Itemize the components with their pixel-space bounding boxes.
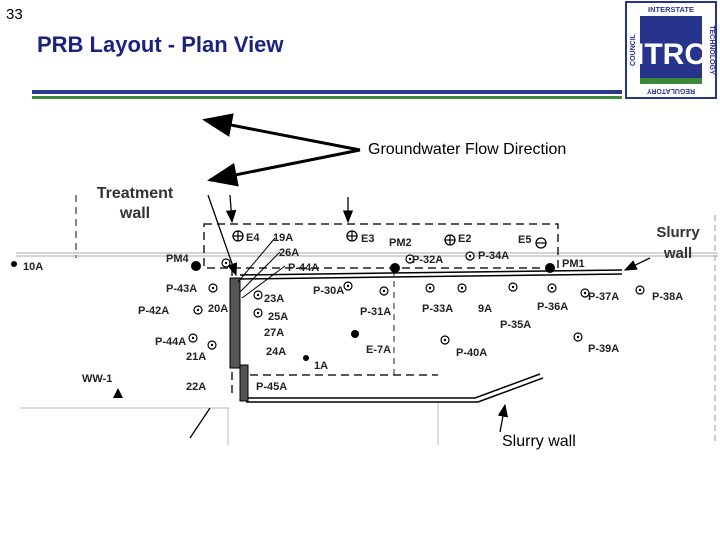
label-10a: 10A: [23, 261, 43, 273]
slurry-wall-right-label-2: wall: [663, 245, 692, 262]
flow-arrow-upper: [202, 113, 361, 152]
well-labels: 10A PM4 E4 19A 26A P-44A E3 PM2 E2 E5 P-…: [23, 232, 683, 393]
label-e5: E5: [518, 234, 531, 246]
label-p31a: P-31A: [360, 306, 391, 318]
slide-title: PRB Layout - Plan View: [37, 32, 284, 57]
marker-pointer-1: [225, 194, 237, 224]
slurry-wall-bottom-label: Slurry wall: [502, 433, 576, 450]
label-p44a: P-44A: [155, 336, 186, 348]
label-25a: 25A: [268, 311, 288, 323]
label-p36a: P-36A: [537, 301, 568, 313]
well-dots: [191, 254, 642, 347]
title-rule-blue: [32, 90, 622, 94]
label-26a: 26A: [279, 247, 299, 259]
label-p30a: P-30A: [313, 285, 344, 297]
slurry-wall-right-pointer: [623, 257, 651, 271]
slurry-wall-bottom-pointer: [497, 403, 508, 433]
well-1a-marker: [303, 355, 309, 361]
label-24a: 24A: [266, 346, 286, 358]
label-22a: 22A: [186, 381, 206, 393]
itrc-logo: ITRC INTERSTATE REGULATORY COUNCIL TECHN…: [625, 1, 717, 99]
logo-main-text: ITRC: [636, 38, 706, 71]
label-27a: 27A: [264, 327, 284, 339]
slurry-wall-bottom-inner: [246, 377, 544, 403]
excavation-outline: [203, 223, 559, 269]
slurry-wall-right-label-1: Slurry: [656, 224, 700, 241]
treatment-wall-pointer: [207, 194, 238, 277]
flow-direction-label: Groundwater Flow Direction: [368, 141, 566, 158]
pointer-26a: [239, 251, 281, 293]
label-p33a: P-33A: [422, 303, 453, 315]
pumping-well-pm1: [545, 263, 555, 273]
extraction-well-crosses: [233, 231, 546, 245]
label-20a: 20A: [208, 303, 228, 315]
well-ww1-triangle: [113, 388, 123, 398]
pointer-19a: [237, 237, 276, 283]
label-23a: 23A: [264, 293, 284, 305]
label-p42a: P-42A: [138, 305, 169, 317]
label-e4: E4: [246, 232, 260, 244]
label-9a: 9A: [478, 303, 492, 315]
logo-left-text: COUNCIL: [630, 33, 637, 66]
logo-right-text: TECHNOLOGY: [708, 25, 715, 75]
pumping-well-pm4: [191, 261, 201, 271]
label-p32a: P-32A: [412, 254, 443, 266]
label-pm2: PM2: [389, 237, 412, 249]
label-p34a: P-34A: [478, 250, 509, 262]
well-e7a-marker: [351, 330, 359, 338]
pumping-well-pm2: [390, 263, 400, 273]
label-1a: 1A: [314, 360, 328, 372]
label-e2: E2: [458, 233, 471, 245]
label-p39a: P-39A: [588, 343, 619, 355]
slurry-wall-top-outer: [239, 269, 623, 276]
treatment-wall-label-2: wall: [119, 205, 150, 222]
label-p44a-top: P-44A: [288, 262, 319, 274]
label-ww1: WW-1: [82, 373, 112, 385]
flow-arrow-lower: [207, 148, 361, 187]
label-pm4: PM4: [166, 253, 190, 265]
logo-bottom-text: REGULATORY: [647, 87, 695, 94]
label-21a: 21A: [186, 351, 206, 363]
label-p38a: P-38A: [652, 291, 683, 303]
pointer-44a-top: [241, 265, 286, 299]
slurry-wall-bottom-outer: [246, 373, 541, 399]
label-p35a: P-35A: [500, 319, 531, 331]
logo-top-text: INTERSTATE: [648, 5, 694, 14]
marker-pointer-3: [189, 407, 211, 439]
label-e7a: E-7A: [366, 344, 391, 356]
logo-green-band: [640, 78, 702, 84]
label-pm1: PM1: [562, 258, 585, 270]
label-p40a: P-40A: [456, 347, 487, 359]
label-p37a: P-37A: [588, 291, 619, 303]
label-19a: 19A: [273, 232, 293, 244]
slide-number: 33: [6, 6, 23, 23]
treatment-wall-body: [229, 277, 241, 369]
prb-plan-view-diagram: Groundwater Flow Direction Treatment wal…: [11, 113, 718, 450]
well-10a-marker: [11, 261, 17, 267]
treatment-wall-label-1: Treatment: [97, 185, 174, 202]
treatment-wall-tail: [239, 364, 249, 402]
label-p43a: P-43A: [166, 283, 197, 295]
label-e3: E3: [361, 233, 374, 245]
logo-center-block: [640, 16, 702, 84]
slurry-wall-top-inner: [239, 273, 623, 280]
title-rule-green: [32, 96, 622, 99]
label-p45a: P-45A: [256, 381, 287, 393]
